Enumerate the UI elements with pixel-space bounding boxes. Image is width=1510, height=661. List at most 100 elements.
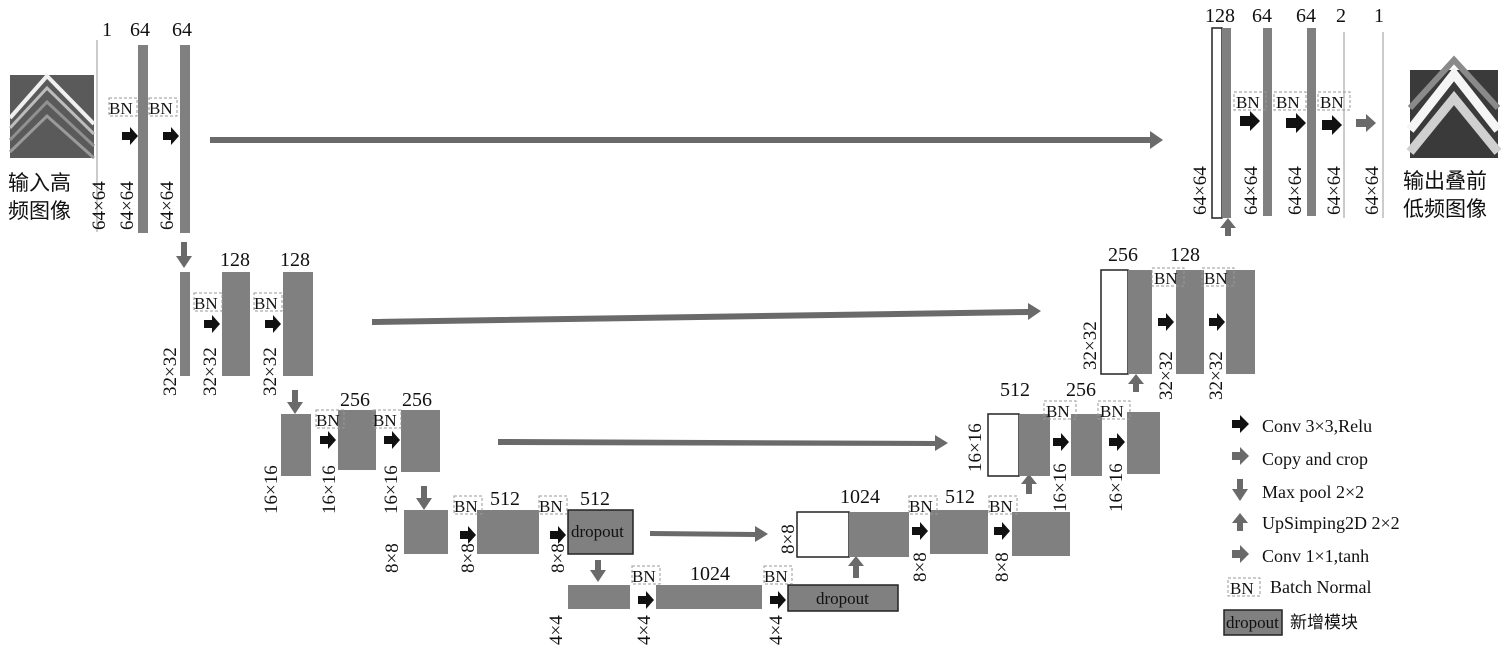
- conv-relu-arrow: [163, 127, 179, 145]
- enc3-block-a: [281, 414, 311, 476]
- max-pool-arrow: [176, 242, 192, 268]
- conv-relu-arrow: [1209, 313, 1225, 331]
- dropout-label: dropout: [571, 522, 624, 541]
- enc2-size-c: 32×32: [260, 347, 281, 396]
- dec4-block-b: [930, 510, 988, 554]
- conv-relu-arrow: [122, 127, 138, 145]
- max-pool-arrow: [416, 486, 432, 510]
- conv-relu-arrow: [1158, 313, 1174, 331]
- output-caption-line2: 低频图像: [1403, 197, 1487, 221]
- conv-relu-arrow: [770, 591, 786, 609]
- dec3-size-b: 16×16: [1050, 463, 1071, 512]
- enc1-ch-2: 64: [130, 19, 150, 41]
- max-pool-arrow: [287, 390, 303, 414]
- conv-relu-arrow: [204, 315, 220, 333]
- conv-relu-arrow: [265, 315, 281, 333]
- bn-label: BN: [1046, 402, 1070, 421]
- bn-label: BN: [194, 294, 218, 313]
- input-caption-line2: 频图像: [8, 199, 71, 223]
- bn-label: BN: [539, 497, 563, 516]
- legend-dropout-icon: [1223, 609, 1283, 636]
- bn-box: [453, 495, 483, 515]
- enc1-size-a: 64×64: [89, 181, 110, 230]
- dec4-block-c: [1012, 512, 1070, 556]
- bn-box: [1043, 400, 1077, 420]
- dec1-concat-block: [1211, 27, 1223, 219]
- bottleneck-ch: 1024: [690, 563, 730, 585]
- legend-label-conv-relu: Conv 3×3,Relu: [1262, 416, 1372, 436]
- enc2-block-c: [283, 272, 313, 376]
- conv-relu-arrow: [550, 526, 566, 544]
- bn-box: [1317, 91, 1351, 111]
- output-caption-line1: 输出叠前: [1403, 169, 1487, 193]
- conv-relu-arrow: [1240, 111, 1260, 131]
- enc3-size-a: 16×16: [261, 465, 282, 514]
- enc3-ch-1: 256: [340, 389, 370, 411]
- enc4-size-a: 8×8: [382, 543, 403, 573]
- dec4-ch-a: 1024: [840, 486, 880, 508]
- bn-label: BN: [254, 294, 278, 313]
- legend-copy-crop-icon: [1232, 447, 1249, 465]
- conv-relu-arrow: [638, 591, 654, 609]
- enc2-size-b: 32×32: [200, 347, 221, 396]
- bottleneck-size-c: 4×4: [766, 615, 787, 645]
- upsampling-arrow: [1220, 218, 1236, 236]
- dec1-block-c: [1307, 28, 1316, 216]
- enc1-ch-1: 1: [102, 19, 112, 41]
- enc2-ch-2: 128: [280, 249, 310, 271]
- bn-box: [315, 409, 345, 429]
- bottleneck-size-a: 4×4: [546, 615, 567, 645]
- bn-label: BN: [1320, 93, 1344, 112]
- dec3-size-c: 16×16: [1106, 463, 1127, 512]
- bn-label: BN: [632, 567, 656, 586]
- bn-box: [988, 495, 1018, 515]
- legend-conv-relu-icon: [1232, 415, 1249, 433]
- enc4-ch-1: 512: [490, 488, 520, 510]
- dec3-concat-block: [987, 413, 1020, 477]
- legend-label-max-pool: Max pool 2×2: [1262, 482, 1364, 502]
- bn-box: [253, 292, 283, 312]
- bn-label: BN: [1154, 269, 1178, 288]
- output-image: [1406, 55, 1502, 158]
- conv-relu-arrow: [460, 526, 476, 544]
- enc2-block-b: [222, 272, 250, 376]
- bn-box: [1201, 267, 1235, 287]
- bn-box: [108, 97, 138, 117]
- dec1-ch-a: 128: [1205, 5, 1235, 27]
- legend-label-upsampling: UpSimping2D 2×2: [1262, 513, 1400, 533]
- bn-label: BN: [1204, 269, 1228, 288]
- enc4-block-a: [404, 510, 448, 554]
- dropout-label: dropout: [1226, 613, 1279, 632]
- dec2-ch-b: 128: [1170, 244, 1200, 266]
- dec4-size-b: 8×8: [910, 552, 931, 582]
- enc1-size-b: 64×64: [117, 181, 138, 230]
- dec3-block-c: [1127, 412, 1160, 474]
- enc3-size-b: 16×16: [319, 465, 340, 514]
- bn-label: BN: [109, 99, 133, 118]
- max-pool-arrow: [590, 560, 606, 582]
- dropout-label: dropout: [816, 589, 869, 608]
- enc1-block-a: [138, 45, 148, 233]
- enc4-size-b: 8×8: [458, 543, 479, 573]
- conv-relu-arrow: [1286, 113, 1306, 133]
- bn-label: BN: [149, 99, 173, 118]
- copy-crop-arrow: [210, 131, 1163, 149]
- upsampling-arrow: [848, 556, 864, 578]
- conv-relu-arrow: [320, 431, 336, 449]
- input-image: [8, 73, 96, 160]
- bn-box: [1151, 267, 1185, 287]
- dec2-size-b: 32×32: [1156, 351, 1177, 400]
- dec3-block-b: [1071, 414, 1102, 476]
- dec1-ch-c: 64: [1296, 5, 1316, 27]
- dec3-ch-b: 256: [1066, 379, 1096, 401]
- enc1-ch-3: 64: [172, 19, 192, 41]
- dec2-size-c: 32×32: [1206, 351, 1227, 400]
- dec2-concat-block: [1100, 269, 1129, 375]
- dec1-size-c: 64×64: [1285, 166, 1306, 215]
- enc3-block-c: [401, 410, 440, 472]
- legend-conv-tanh-icon: [1232, 545, 1249, 563]
- dec3-size-a: 16×16: [965, 423, 986, 472]
- bn-box: [908, 495, 938, 515]
- conv-relu-arrow: [994, 522, 1010, 540]
- legend-label-dropout: 新增模块: [1290, 613, 1358, 633]
